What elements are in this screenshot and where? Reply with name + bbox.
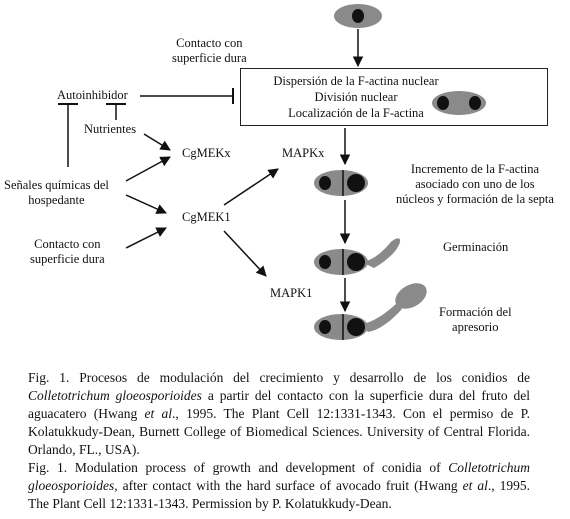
contact-top-label: Contacto con superficie dura xyxy=(172,36,247,65)
arrow-cgmek1-mapkx xyxy=(223,168,279,206)
arrow-host-cgmek1 xyxy=(125,194,167,214)
arrow-contact-cgmek1 xyxy=(125,227,167,249)
caption-english: Fig. 1. Modulation process of growth and… xyxy=(28,460,531,511)
box-line-3: Localización de la F-actina xyxy=(288,106,424,120)
germination-label: Germinación xyxy=(443,240,509,254)
caption-spanish: Fig. 1. Procesos de modulación del creci… xyxy=(28,370,530,457)
diagram-graphics xyxy=(58,4,486,340)
nutrients-label: Nutrientes xyxy=(84,122,137,136)
host-signals-label: Señales químicas del hospedante xyxy=(4,178,109,207)
arrow-host-cgmekx xyxy=(125,156,171,182)
nuclear-events-box: Dispersión de la F-actina nuclear Divisi… xyxy=(240,68,548,126)
actin-increase-label: Incremento de la F-actina asociado con u… xyxy=(396,162,554,206)
box-line-2: División nuclear xyxy=(314,90,398,104)
box-line-1: Dispersión de la F-actina nuclear xyxy=(273,74,439,88)
figure-caption: Fig. 1. Procesos de modulación del creci… xyxy=(28,369,530,513)
cgmek1-label: CgMEK1 xyxy=(182,210,231,224)
conidium-germination-icon xyxy=(314,238,401,275)
appressorium-label: Formación del apresorio xyxy=(439,305,512,334)
arrow-cgmek1-mapk1 xyxy=(223,230,267,277)
contact-bottom-label: Contacto con superficie dura xyxy=(30,237,105,266)
conidium-box-icon xyxy=(432,91,486,115)
conidium-top-icon xyxy=(334,4,382,28)
mapkx-label: MAPKx xyxy=(282,146,325,160)
autoinhibitor-label: Autoinhibidor xyxy=(57,88,128,102)
cgmekx-label: CgMEKx xyxy=(182,146,231,160)
signaling-diagram: Contacto con superficie dura Autoinhibid… xyxy=(4,4,554,340)
conidium-appressorium-icon xyxy=(314,283,427,340)
conidium-septum-icon xyxy=(314,170,368,196)
arrow-nutrients-cgmekx xyxy=(143,133,171,151)
mapk1-label: MAPK1 xyxy=(270,286,313,300)
